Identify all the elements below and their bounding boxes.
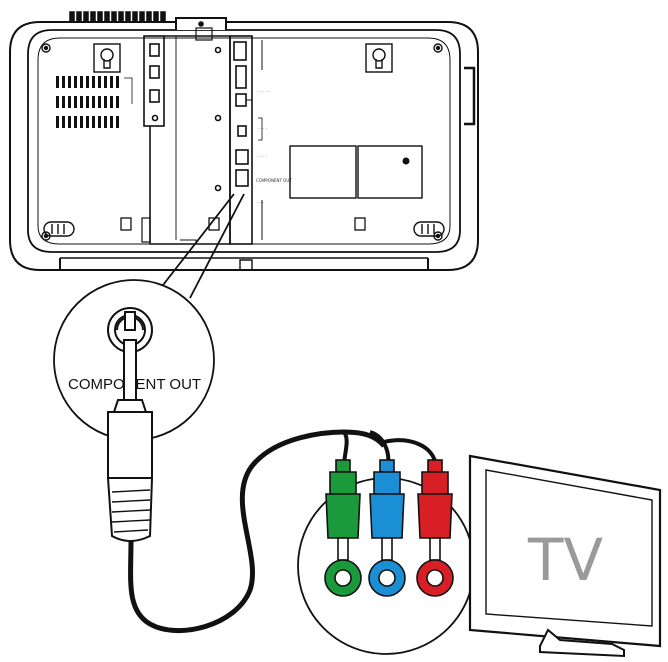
rca-plug-red — [416, 459, 454, 597]
tv-screen — [485, 469, 653, 627]
callout-zoom — [53, 193, 245, 441]
svg-text:· · ·: · · · — [258, 200, 264, 205]
left-vent — [56, 76, 119, 128]
tv-label: TV — [527, 526, 603, 594]
rca-plug-single — [106, 339, 154, 542]
unit-inner-panel — [27, 29, 461, 253]
label-sticker-left — [289, 145, 357, 199]
top-vent — [69, 11, 166, 23]
central-module — [141, 35, 231, 245]
component-cable — [106, 339, 438, 633]
rca-plug-green — [324, 459, 362, 597]
rubber-feet — [43, 221, 445, 237]
unit-outer-body — [9, 21, 479, 271]
tv-stand — [539, 628, 625, 658]
connector-strip — [229, 35, 263, 245]
side-tab — [464, 66, 476, 126]
corner-screws — [41, 43, 443, 241]
tv: TV — [468, 454, 662, 658]
bottom-tab — [239, 259, 253, 271]
svg-text:· · · · ·: · · · · · — [258, 89, 269, 94]
rca-trio-callout — [297, 459, 475, 655]
unit-base — [59, 258, 429, 270]
rca-plug-blue — [368, 459, 406, 597]
wall-mount-right — [365, 43, 393, 73]
cable-wire — [128, 429, 386, 633]
callout-leader-right — [189, 193, 245, 299]
svg-text:· · · ·: · · · · — [258, 126, 267, 131]
main-unit: · · · · · · · · · · · · · COMPONENT OUT … — [9, 11, 479, 271]
panel-label-component-out: COMPONENT OUT — [256, 178, 292, 183]
callout-leader-left — [155, 193, 235, 295]
wall-mount-left — [93, 43, 121, 73]
label-sticker-right — [357, 145, 423, 199]
svg-text:· · · ·: · · · · — [258, 154, 267, 159]
